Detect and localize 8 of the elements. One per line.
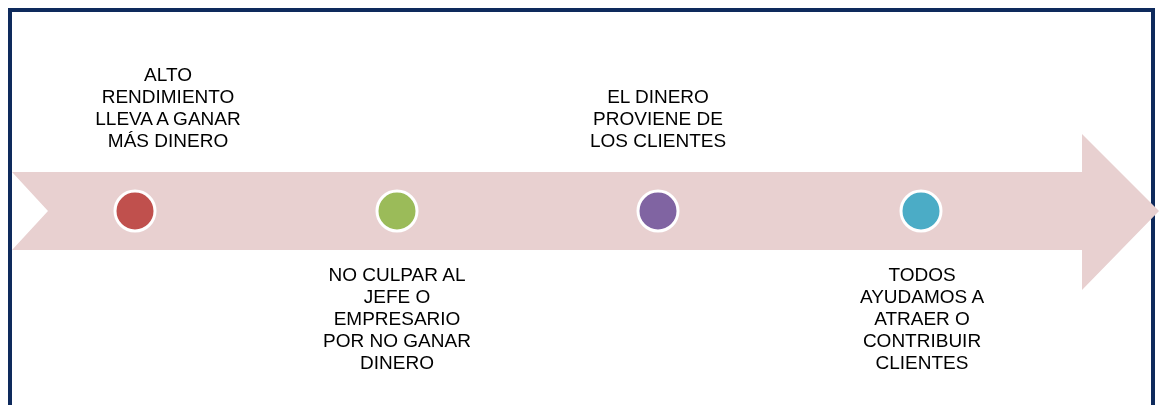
circle-marker <box>112 188 158 234</box>
timeline-label: EL DINERO PROVIENE DE LOS CLIENTES <box>588 86 728 152</box>
timeline-label: ALTO RENDIMIENTO LLEVA A GANAR MÁS DINERO <box>94 64 242 152</box>
circle-marker <box>898 188 944 234</box>
timeline-label: NO CULPAR AL JEFE O EMPRESARIO POR NO GANAR DINERO <box>322 264 472 374</box>
timeline-label: TODOS AYUDAMOS A ATRAER O CONTRIBUIR CLIENTES <box>858 264 986 374</box>
circle-marker <box>635 188 681 234</box>
circle-marker <box>374 188 420 234</box>
